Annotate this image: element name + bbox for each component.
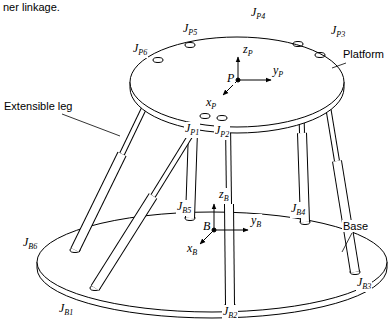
joint-label: JB4 bbox=[290, 202, 306, 218]
axis-label: xP bbox=[205, 96, 217, 112]
joint-label: JB6 bbox=[22, 236, 38, 252]
part-name: Base bbox=[342, 220, 369, 232]
base-frame bbox=[200, 204, 248, 244]
part-name: Platform bbox=[342, 48, 385, 60]
axis-label: yP bbox=[272, 64, 284, 80]
axis-label: zB bbox=[218, 188, 230, 204]
joint-label: JP1 bbox=[184, 122, 200, 138]
origin-label: P bbox=[226, 72, 235, 85]
platform-disc bbox=[130, 37, 344, 133]
joint-label: JB1 bbox=[58, 302, 74, 318]
caption-fragment: ner linkage. bbox=[2, 1, 61, 13]
origin-label: B bbox=[202, 220, 211, 233]
joint-label: JP6 bbox=[132, 42, 148, 58]
axis-label: yB bbox=[250, 214, 262, 230]
part-name: Extensible leg bbox=[3, 100, 74, 112]
joint-label: JB2 bbox=[222, 305, 238, 321]
leader-lines bbox=[62, 63, 352, 252]
joint-label: JP5 bbox=[182, 22, 198, 38]
joint-label: JP2 bbox=[214, 124, 230, 140]
joint-label: JP3 bbox=[330, 24, 346, 40]
joint-label: JB5 bbox=[176, 200, 192, 216]
joint-label: JP4 bbox=[250, 6, 266, 22]
axis-label: xB bbox=[186, 242, 198, 258]
platform-frame bbox=[223, 57, 271, 95]
axis-label: zP bbox=[242, 43, 254, 59]
joint-label: JB3 bbox=[356, 276, 372, 292]
